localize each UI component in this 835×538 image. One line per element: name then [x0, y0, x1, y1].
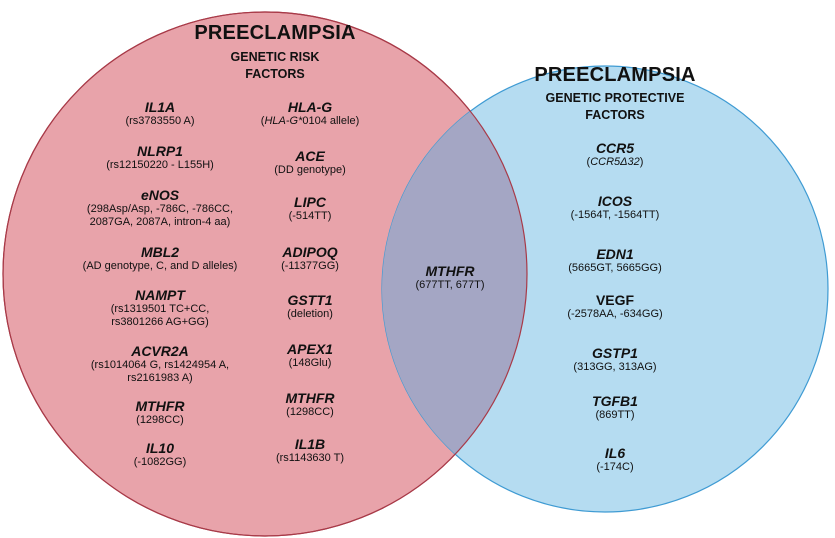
gene-variant: (1298CC)	[136, 414, 184, 426]
risk-subtitle-line2: FACTORS	[245, 67, 305, 81]
gene-name: APEX1	[287, 341, 333, 357]
risk-item-nampt: NAMPT (rs1319501 TC+CC, rs3801266 AG+GG)	[60, 287, 260, 329]
gene-name: MBL2	[140, 244, 180, 260]
gene-variant: (-514TT)	[288, 210, 332, 222]
gene-name: ICOS	[597, 193, 633, 209]
risk-item-il1b: IL1B (rs1143630 T)	[235, 436, 385, 465]
gene-variant: (rs3783550 A)	[125, 115, 195, 127]
protective-subtitle-line1: GENETIC PROTECTIVE	[545, 91, 685, 105]
risk-item-mbl2: MBL2 (AD genotype, C, and D alleles)	[60, 244, 260, 273]
risk-item-enos: eNOS (298Asp/Asp, -786C, -786CC, 2087GA,…	[60, 187, 260, 229]
risk-item-il10: IL10 (-1082GG)	[60, 440, 260, 469]
gene-variant: (rs1143630 T)	[275, 452, 345, 464]
gene-name: LIPC	[294, 194, 326, 210]
gene-name: NAMPT	[135, 287, 185, 303]
gene-variant: (869TT)	[595, 409, 635, 421]
gene-variant: (298Asp/Asp, -786C, -786CC,	[86, 203, 234, 215]
gene-name: MTHFR	[135, 398, 185, 414]
gene-variant: rs2161983 A)	[127, 372, 193, 384]
gene-variant: (AD genotype, C, and D alleles)	[82, 260, 238, 272]
risk-item-acvr2a: ACVR2A (rs1014064 G, rs1424954 A, rs2161…	[60, 343, 260, 385]
gene-name: eNOS	[140, 187, 180, 203]
gene-variant: (313GG, 313AG)	[573, 361, 657, 373]
risk-item-hla-g: HLA-G (HLA-G*0104 allele)	[235, 99, 385, 128]
gene-name: ACVR2A	[131, 343, 189, 359]
gene-variant: (CCR5Δ32)	[586, 156, 644, 168]
risk-item-mthfr-right: MTHFR (1298CC)	[235, 390, 385, 419]
gene-name: GSTT1	[287, 292, 333, 308]
gene-name: MTHFR	[425, 263, 475, 279]
risk-item-lipc: LIPC (-514TT)	[235, 194, 385, 223]
risk-subtitle-line1: GENETIC RISK	[230, 50, 320, 64]
protective-item-icos: ICOS (-1564T, -1564TT)	[540, 193, 690, 222]
protective-title: PREECLAMPSIA	[534, 64, 696, 86]
protective-subtitle-line2: FACTORS	[585, 108, 645, 122]
gene-name: ADIPOQ	[282, 244, 338, 260]
gene-variant: 2087GA, 2087A, intron-4 aa)	[89, 216, 231, 228]
gene-name: IL1A	[144, 99, 176, 115]
protective-item-ccr5: CCR5 (CCR5Δ32)	[555, 140, 675, 169]
risk-circle-outline	[2, 11, 528, 537]
gene-variant: (rs1014064 G, rs1424954 A,	[90, 359, 230, 371]
protective-item-vegf: VEGF (-2578AA, -634GG)	[540, 292, 690, 321]
risk-item-gstt1: GSTT1 (deletion)	[235, 292, 385, 321]
protective-item-edn1: EDN1 (5665GT, 5665GG)	[540, 246, 690, 275]
risk-title: PREECLAMPSIA	[194, 22, 356, 44]
gene-name: IL6	[604, 445, 626, 461]
gene-variant: (-11377GG)	[281, 260, 339, 272]
risk-item-ace: ACE (DD genotype)	[235, 148, 385, 177]
risk-item-mthfr-left: MTHFR (1298CC)	[60, 398, 260, 427]
gene-name: MTHFR	[285, 390, 335, 406]
gene-variant: (-174C)	[596, 461, 634, 473]
gene-variant: (rs1319501 TC+CC,	[110, 303, 210, 315]
overlap-region	[382, 66, 527, 512]
gene-variant: (-1082GG)	[133, 456, 187, 468]
gene-name: GSTP1	[592, 345, 638, 361]
gene-name: VEGF	[595, 292, 635, 308]
gene-name: EDN1	[596, 246, 634, 262]
gene-variant: rs3801266 AG+GG)	[111, 316, 209, 328]
gene-variant: (5665GT, 5665GG)	[568, 262, 662, 274]
gene-name: ACE	[295, 148, 325, 164]
gene-variant: (HLA-G*0104 allele)	[260, 115, 360, 127]
gene-name: NLRP1	[137, 143, 183, 159]
gene-name: IL10	[145, 440, 174, 456]
gene-name: TGFB1	[592, 393, 638, 409]
gene-variant: (-1564T, -1564TT)	[570, 209, 660, 221]
shared-item-mthfr: MTHFR (677TT, 677T)	[390, 263, 510, 292]
risk-item-nlrp1: NLRP1 (rs12150220 - L155H)	[60, 143, 260, 172]
risk-item-apex1: APEX1 (148Glu)	[235, 341, 385, 370]
gene-variant: (DD genotype)	[274, 164, 346, 176]
gene-variant: (677TT, 677T)	[415, 279, 485, 291]
protective-item-tgfb1: TGFB1 (869TT)	[540, 393, 690, 422]
gene-variant: (1298CC)	[286, 406, 334, 418]
gene-name: CCR5	[595, 140, 635, 156]
gene-name: HLA-G	[287, 99, 333, 115]
gene-variant: (-2578AA, -634GG)	[567, 308, 663, 320]
risk-item-il1a: IL1A (rs3783550 A)	[60, 99, 260, 128]
risk-item-adipoq: ADIPOQ (-11377GG)	[235, 244, 385, 273]
gene-variant: (rs12150220 - L155H)	[106, 159, 214, 171]
protective-item-il6: IL6 (-174C)	[540, 445, 690, 474]
gene-name: IL1B	[294, 436, 326, 452]
protective-item-gstp1: GSTP1 (313GG, 313AG)	[540, 345, 690, 374]
gene-variant: (148Glu)	[288, 357, 332, 369]
gene-variant: (deletion)	[287, 308, 333, 320]
